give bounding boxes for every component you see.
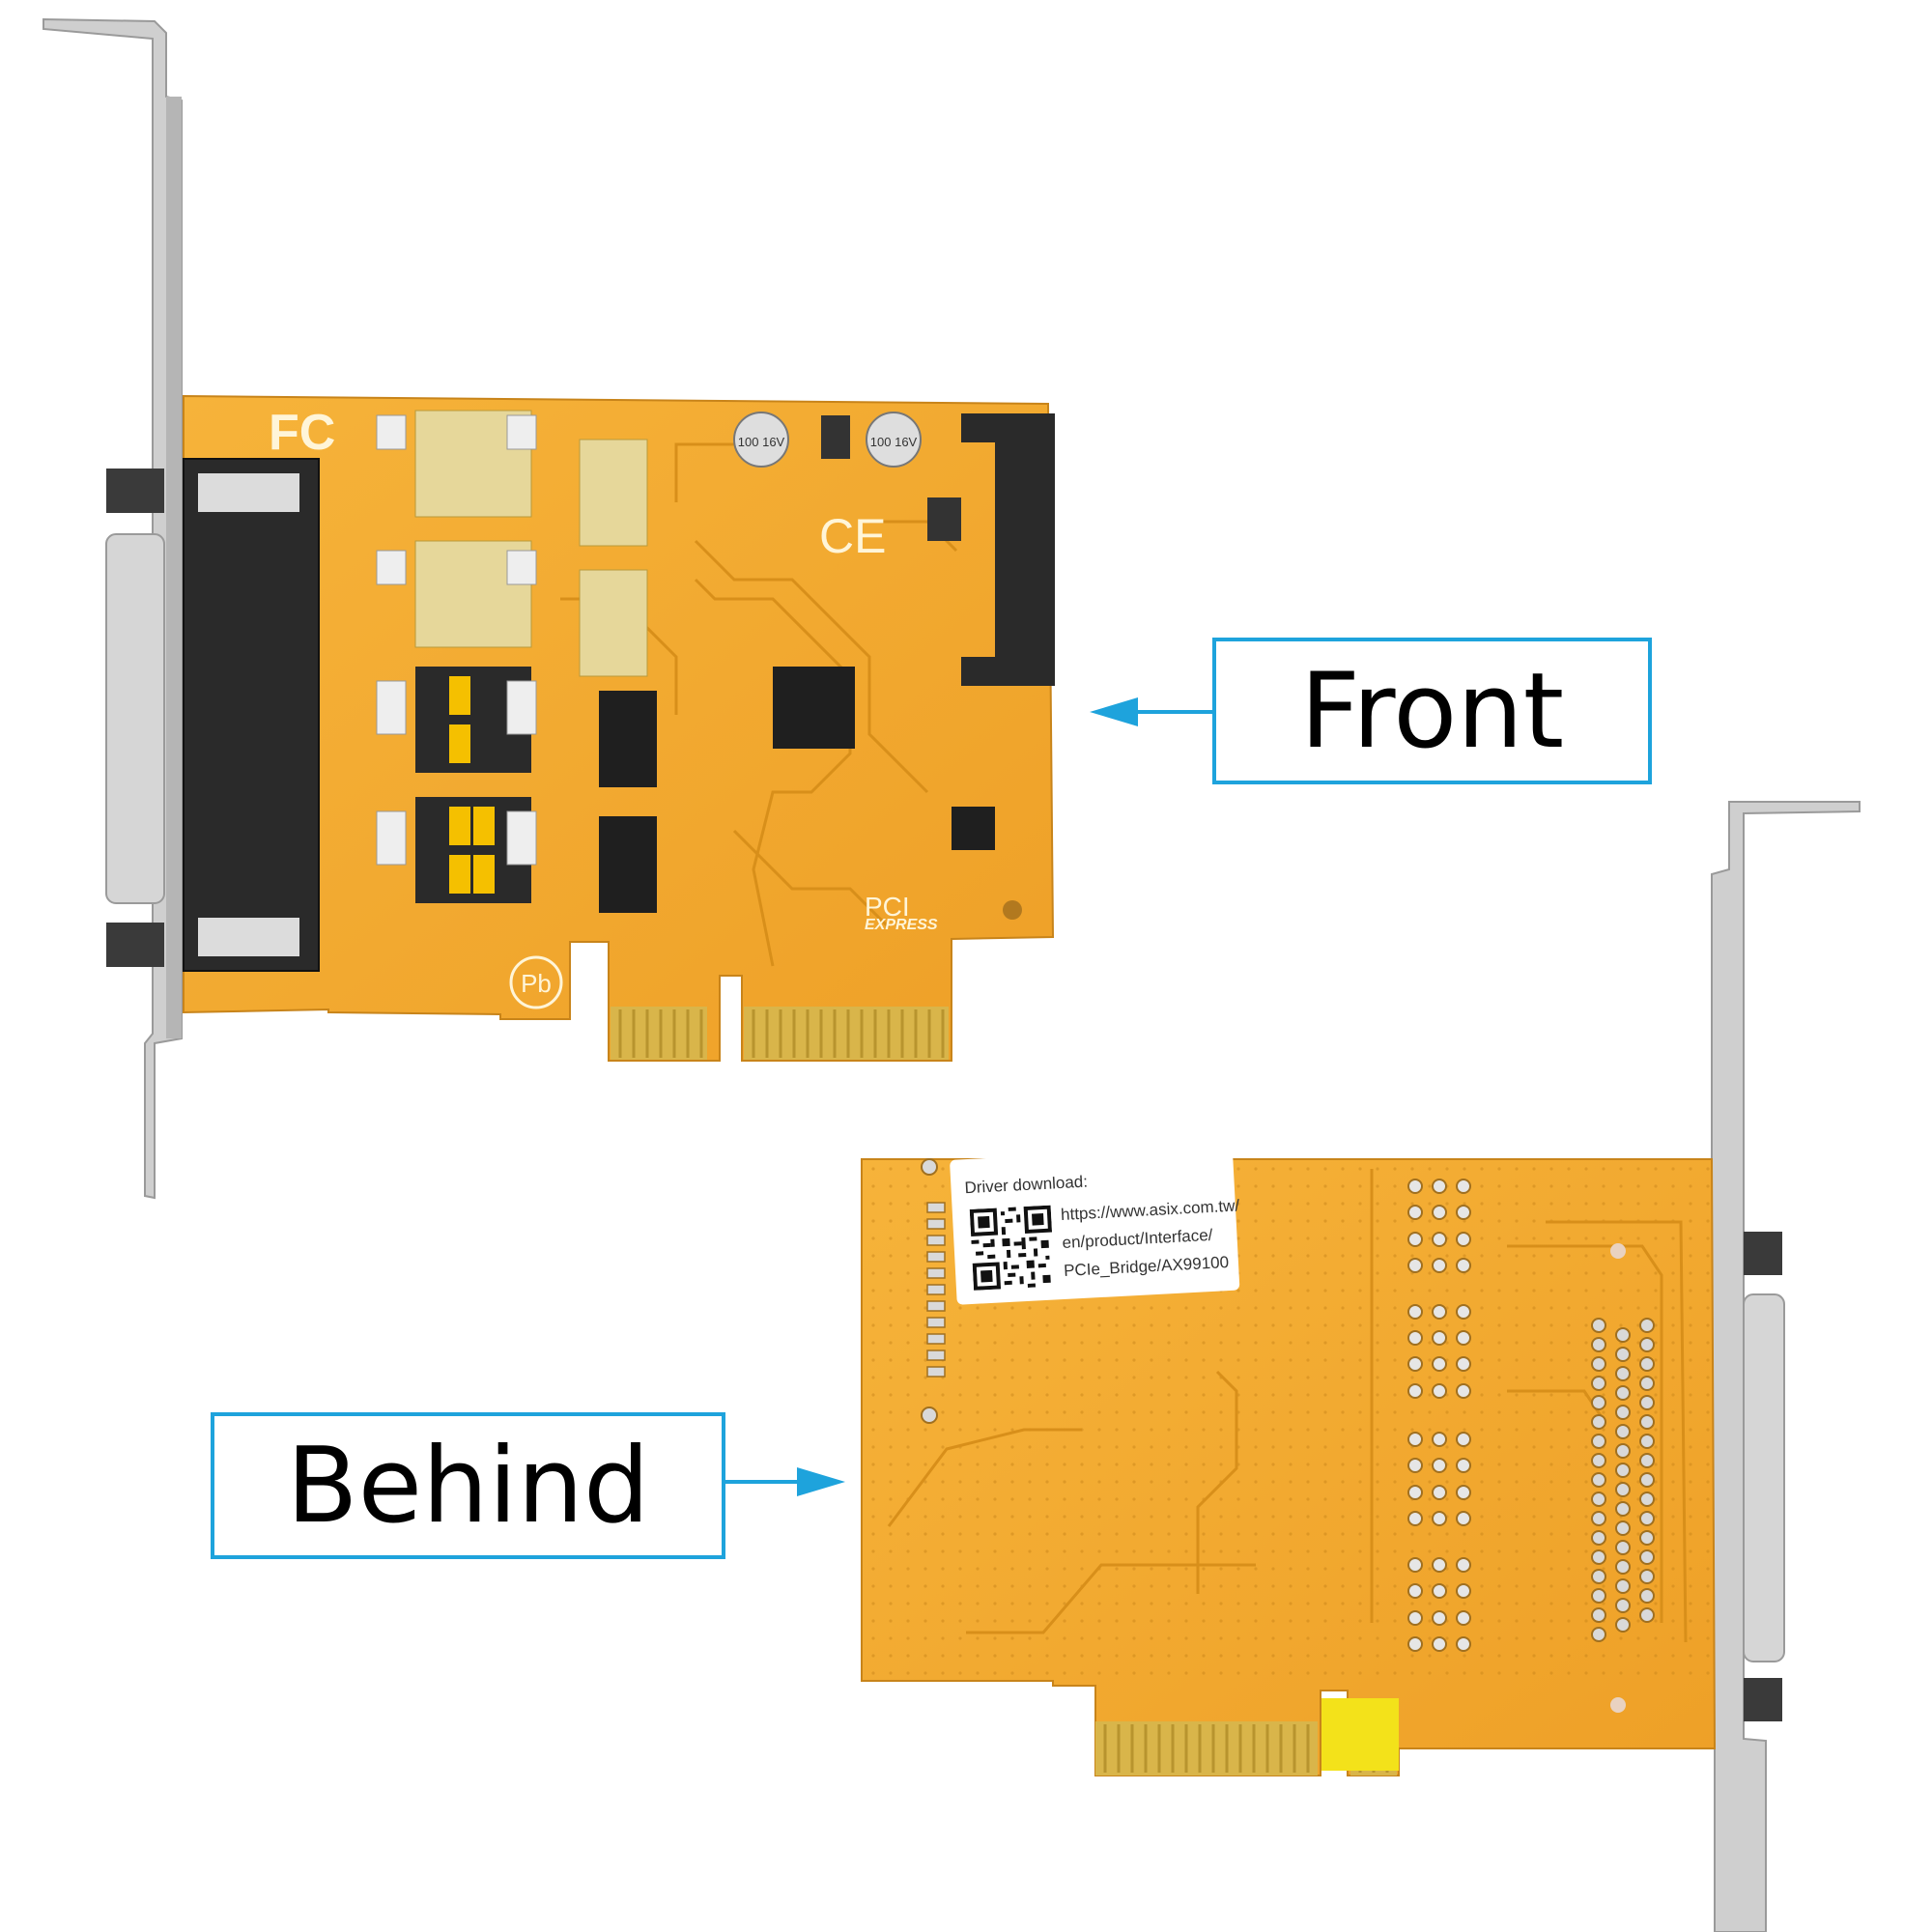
ce-mark: CE xyxy=(819,509,886,563)
back-pad-arrays xyxy=(1407,1179,1471,1652)
pb-free-icon xyxy=(509,955,563,1009)
capacitor-c4 xyxy=(866,412,922,468)
front-sata-power-connector xyxy=(961,413,1055,686)
back-sata-solder-pads xyxy=(926,1202,946,1378)
qr-code-icon xyxy=(969,1205,1055,1291)
front-arrow xyxy=(1090,697,1212,726)
back-gold-fingers xyxy=(1095,1698,1399,1776)
back-pcie-card xyxy=(861,801,1861,1932)
front-capacitors: 100 16V 100 16V xyxy=(733,412,922,468)
driver-url-line-3: PCIe_Bridge/AX99100 xyxy=(1063,1253,1230,1280)
front-gold-fingers xyxy=(611,1007,949,1060)
regulator xyxy=(927,497,961,541)
front-jumper-blocks xyxy=(376,410,537,903)
front-arrow-head-icon xyxy=(1090,697,1138,726)
driver-download-title: Driver download: xyxy=(964,1172,1089,1198)
driver-url-line-1: https://www.asix.com.tw/ xyxy=(1060,1196,1240,1225)
driver-download-url: https://www.asix.com.tw/ en/product/Inte… xyxy=(1060,1191,1242,1285)
db25-shell xyxy=(105,533,165,904)
back-metal-bracket xyxy=(1711,801,1861,1932)
capacitor-c5-label: 100 16V xyxy=(738,435,785,449)
pb-free-mark: Pb xyxy=(521,969,552,998)
fcc-logo: FC xyxy=(269,405,335,461)
kapton-tape xyxy=(1321,1698,1399,1771)
connector-screw-top xyxy=(198,473,299,512)
capacitor-c4-label: 100 16V xyxy=(870,435,918,449)
behind-callout-label: Behind xyxy=(286,1425,650,1547)
back-db25-solder-pins xyxy=(1591,1318,1655,1642)
front-db25-connector xyxy=(183,458,320,972)
pci-logo-sub: EXPRESS xyxy=(865,917,938,933)
driver-download-sticker: Driver download: https://www.asix.com.tw… xyxy=(950,1145,1242,1305)
ax99100-chip xyxy=(773,667,855,749)
pci-logo: PCI xyxy=(865,892,910,922)
driver-ic-u2 xyxy=(599,816,657,913)
driver-ic-u3 xyxy=(599,691,657,787)
front-callout-label: Front xyxy=(1299,650,1565,772)
front-metal-bracket xyxy=(43,17,183,1200)
back-traces xyxy=(887,1169,1688,1643)
eeprom-u6 xyxy=(952,807,995,850)
front-callout-box: Front xyxy=(1212,638,1652,784)
front-ics xyxy=(579,439,1022,920)
capacitor-c5 xyxy=(733,412,789,468)
driver-url-line-2: en/product/Interface/ xyxy=(1062,1225,1213,1252)
behind-callout-box: Behind xyxy=(211,1412,725,1559)
connector-screw-bottom xyxy=(198,918,299,956)
bracket-standoff-top xyxy=(106,469,164,513)
front-pcie-card: 100 16V 100 16V FC CE PCI EXPRESS Pb xyxy=(43,17,1055,1200)
front-silkscreen: FC CE PCI EXPRESS Pb xyxy=(269,405,938,1009)
behind-arrow-head-icon xyxy=(797,1467,845,1496)
bracket-standoff-bottom xyxy=(106,923,164,967)
behind-arrow xyxy=(725,1467,845,1496)
